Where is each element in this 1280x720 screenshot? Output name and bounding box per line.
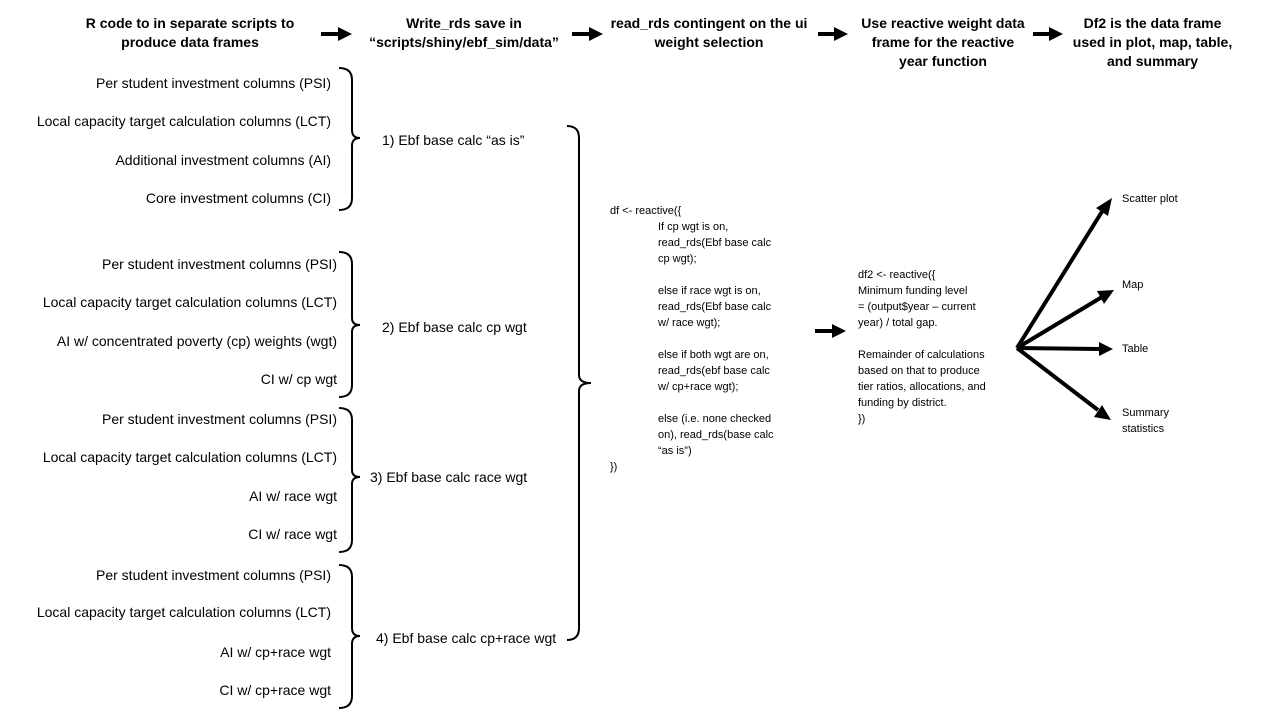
group1-item-3: Additional investment columns (AI) (115, 152, 331, 168)
main-brace (566, 125, 592, 641)
group2-brace (338, 251, 361, 398)
group3-brace (338, 407, 361, 553)
arrowhead-map (1097, 290, 1114, 304)
group4-brace (338, 564, 361, 709)
group3-item-3: AI w/ race wgt (249, 488, 337, 504)
group1-brace (338, 67, 361, 211)
arrow-scatter (1015, 208, 1105, 350)
header-step-1: R code to in separate scripts to produce… (85, 15, 295, 50)
group2-item-3: AI w/ concentrated poverty (cp) weights … (56, 333, 337, 349)
group2-label: 2) Ebf base calc cp wgt (382, 319, 527, 335)
output-map: Map (1122, 279, 1144, 291)
group4-item-3: AI w/ cp+race wgt (220, 644, 331, 660)
header-arrow-2 (572, 27, 603, 41)
arrow-table (1016, 346, 1101, 351)
arrowhead-summary (1094, 405, 1111, 420)
header-step-3: read_rds contingent on the ui weight sel… (610, 15, 808, 50)
group3-item-2: Local capacity target calculation column… (42, 449, 337, 465)
group4-item-2: Local capacity target calculation column… (36, 604, 331, 620)
arrowhead-table (1099, 342, 1113, 356)
header-arrow-1 (321, 27, 352, 41)
header-arrow-3 (818, 27, 848, 41)
df2-code: df2 <- reactive({ Minimum funding level … (858, 269, 986, 425)
group3-item-4: CI w/ race wgt (248, 526, 337, 542)
group3-label: 3) Ebf base calc race wgt (370, 469, 528, 485)
group4-label: 4) Ebf base calc cp+race wgt (376, 630, 557, 646)
group2-item-1: Per student investment columns (PSI) (102, 256, 337, 272)
group3-item-1: Per student investment columns (PSI) (102, 411, 337, 427)
df-to-df2-arrow (815, 324, 846, 338)
df-code-body: If cp wgt is on, read_rds(Ebf base calc … (658, 221, 774, 457)
group1-item-1: Per student investment columns (PSI) (96, 75, 331, 91)
arrow-summary (1015, 346, 1100, 412)
group1-item-2: Local capacity target calculation column… (36, 113, 331, 129)
output-scatter-plot: Scatter plot (1122, 193, 1178, 205)
group2-item-4: CI w/ cp wgt (260, 371, 337, 387)
header-arrow-4 (1033, 27, 1063, 41)
arrow-map (1015, 295, 1104, 350)
group4-item-4: CI w/ cp+race wgt (219, 682, 331, 698)
group1-item-4: Core investment columns (CI) (145, 190, 331, 206)
group2-item-2: Local capacity target calculation column… (42, 294, 337, 310)
header-step-4: Use reactive weight data frame for the r… (861, 15, 1025, 69)
group4-item-1: Per student investment columns (PSI) (96, 567, 331, 583)
header-step-5: Df2 is the data frame used in plot, map,… (1072, 15, 1233, 69)
output-summary-statistics: Summary statistics (1122, 407, 1170, 435)
df-code-close: }) (610, 461, 618, 473)
output-table: Table (1122, 343, 1149, 355)
group1-label: 1) Ebf base calc “as is” (382, 132, 525, 148)
header-step-2: Write_rds save in “scripts/shiny/ebf_sim… (369, 15, 559, 50)
df-code-open: df <- reactive({ (610, 205, 682, 217)
arrowhead-scatter (1096, 198, 1112, 216)
